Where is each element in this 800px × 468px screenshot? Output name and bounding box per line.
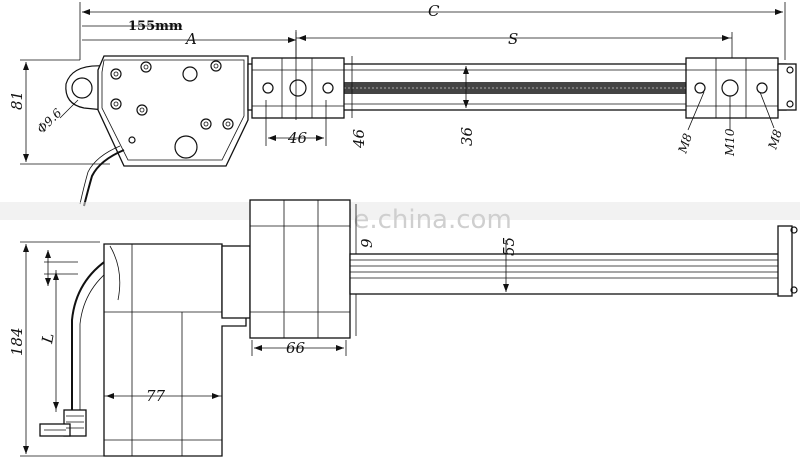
s-label: S bbox=[508, 30, 518, 48]
housing-screws bbox=[110, 60, 234, 144]
m8a-label: M8 bbox=[675, 131, 695, 156]
side-rail bbox=[349, 225, 798, 297]
d9-label: 9 bbox=[358, 238, 376, 248]
d81-label: 81 bbox=[8, 91, 26, 110]
m8b-label: M8 bbox=[765, 127, 785, 152]
cable-side bbox=[71, 257, 111, 412]
watermark-band: trade.china.com bbox=[0, 202, 800, 235]
top-view: C 155mm A S 81 Φ9.6 bbox=[8, 2, 797, 207]
side-view: 184 L 77 bbox=[8, 199, 798, 457]
dim155-label: 155mm bbox=[128, 19, 183, 34]
connector-plug bbox=[39, 409, 87, 437]
rear-block bbox=[685, 57, 797, 119]
phi-label: Φ9.6 bbox=[34, 106, 65, 137]
d46b-label: 46 bbox=[350, 128, 368, 149]
motor-center-circle bbox=[174, 135, 198, 159]
a-label: A bbox=[184, 30, 197, 48]
side-bracket bbox=[221, 199, 351, 339]
c-label: C bbox=[428, 2, 440, 20]
gearbox-housing bbox=[79, 55, 249, 207]
l-label: L bbox=[38, 332, 58, 346]
front-block bbox=[251, 30, 345, 120]
d77-label: 77 bbox=[146, 387, 166, 405]
d184-label: 184 bbox=[8, 327, 26, 356]
d36-label: 36 bbox=[458, 126, 476, 146]
d66-label: 66 bbox=[286, 339, 306, 357]
d46a-label: 46 bbox=[287, 129, 308, 147]
rear-clevis: Φ9.6 bbox=[34, 65, 105, 137]
clevis-hole bbox=[71, 77, 93, 99]
m10-label: M10 bbox=[723, 128, 737, 157]
cable-top bbox=[83, 149, 125, 207]
d55-label: 55 bbox=[500, 237, 518, 256]
a-arrow bbox=[288, 37, 296, 43]
